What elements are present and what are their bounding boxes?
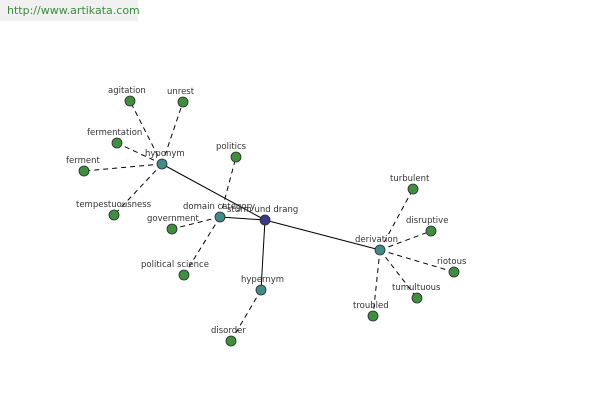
term-label-tumultuous[interactable]: tumultuous (392, 283, 441, 293)
edge-hyponym-tempestuousness (113, 163, 163, 216)
edge-derivation-riotous (379, 249, 455, 273)
term-node-unrest[interactable] (177, 96, 189, 108)
term-label-unrest[interactable]: unrest (167, 87, 195, 97)
term-label-fermentation[interactable]: fermentation (87, 128, 142, 138)
relation-node-derivation[interactable] (374, 244, 386, 256)
term-label-turbulent[interactable]: turbulent (390, 174, 430, 184)
edge-derivation-disruptive (379, 230, 432, 251)
labels-layer: agitation unrest fermentation ferment tempes… (66, 86, 467, 336)
relation-label-derivation[interactable]: derivation (355, 235, 398, 245)
term-node-tempestuousness[interactable] (108, 209, 120, 221)
edge-hyponym-agitation (129, 100, 163, 165)
relation-label-hyponym[interactable]: hyponym (145, 149, 185, 159)
term-label-political-science[interactable]: political science (141, 260, 209, 270)
center-node-center[interactable] (259, 214, 271, 226)
term-node-tumultuous[interactable] (411, 292, 423, 304)
term-label-disruptive[interactable]: disruptive (406, 216, 448, 226)
edge-domain-politics (219, 156, 237, 218)
term-node-ferment[interactable] (78, 165, 90, 177)
term-node-riotous[interactable] (448, 266, 460, 278)
term-node-political-science[interactable] (178, 269, 190, 281)
edge-domain-political-science (183, 216, 221, 276)
relation-label-domain[interactable]: domain category (183, 202, 255, 212)
site-url[interactable]: http://www.artikata.com (7, 4, 140, 17)
term-node-fermentation[interactable] (111, 137, 123, 149)
term-node-government[interactable] (166, 223, 178, 235)
relation-node-hyponym[interactable] (156, 158, 168, 170)
edge-derivation-tumultuous (379, 249, 418, 299)
term-label-riotous[interactable]: riotous (437, 257, 467, 267)
term-label-troubled[interactable]: troubled (353, 301, 389, 311)
relation-node-domain[interactable] (214, 211, 226, 223)
term-node-troubled[interactable] (367, 310, 379, 322)
term-node-agitation[interactable] (124, 95, 136, 107)
term-label-government[interactable]: government (147, 214, 199, 224)
relation-node-hypernym[interactable] (255, 284, 267, 296)
edge-hyponym-ferment (83, 163, 163, 172)
edge-center-domain (219, 216, 266, 221)
term-label-agitation[interactable]: agitation (108, 86, 146, 96)
edge-center-hypernym (260, 219, 266, 291)
term-node-turbulent[interactable] (407, 183, 419, 195)
edge-derivation-troubled (372, 249, 381, 317)
term-label-tempestuousness[interactable]: tempestuousness (76, 200, 152, 210)
edge-hypernym-disorder (230, 289, 262, 342)
term-node-politics[interactable] (230, 151, 242, 163)
relation-label-hypernym[interactable]: hypernym (241, 275, 284, 285)
edge-hyponym-unrest (161, 101, 184, 165)
center-label-center[interactable]: sturm und drang (227, 205, 298, 215)
term-label-disorder[interactable]: disorder (211, 326, 246, 336)
term-label-ferment[interactable]: ferment (66, 156, 100, 166)
url-banner: http://www.artikata.com (0, 0, 140, 21)
nodes-layer (78, 95, 460, 347)
edges-layer (83, 100, 455, 342)
edge-center-hyponym (161, 163, 266, 221)
term-node-disorder[interactable] (225, 335, 237, 347)
edge-derivation-turbulent (379, 188, 414, 251)
edge-center-derivation (264, 219, 381, 251)
term-node-disruptive[interactable] (425, 225, 437, 237)
term-label-politics[interactable]: politics (216, 142, 247, 152)
